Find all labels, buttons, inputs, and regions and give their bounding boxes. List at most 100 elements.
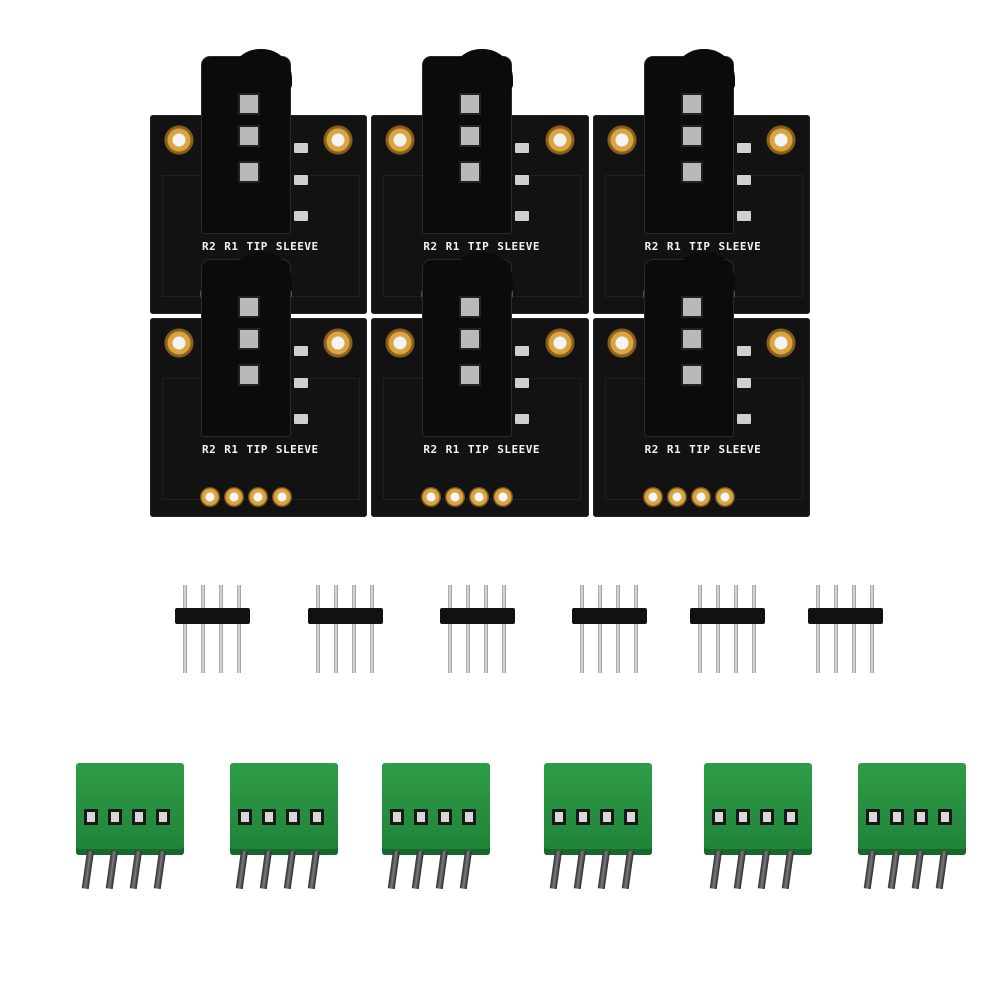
audio-jack-breakout-board: R2 R1 TIP SLEEVE: [150, 49, 368, 314]
terminal-leg: [283, 850, 296, 890]
screw-terminal-block: [76, 763, 184, 891]
terminal-slot: [286, 809, 300, 825]
terminal-leg: [153, 850, 166, 890]
terminal-leg: [733, 850, 746, 890]
jack-pin: [736, 143, 751, 153]
header-pad: [714, 487, 735, 507]
terminal-leg: [459, 850, 472, 890]
label-r2: R2: [423, 443, 438, 456]
label-sleeve: SLEEVE: [718, 240, 762, 253]
terminal-housing: [76, 763, 184, 855]
audio-jack-breakout-board: R2 R1 TIP SLEEVE: [150, 252, 368, 517]
mounting-hole-left: [385, 125, 416, 155]
label-r1: R1: [666, 443, 682, 456]
terminal-slot: [156, 809, 170, 825]
header-pin: [334, 585, 338, 673]
pin-header: [308, 585, 383, 673]
terminal-leg: [911, 850, 924, 890]
terminal-leg: [387, 850, 400, 890]
pin-header: [808, 585, 883, 673]
terminal-slot: [712, 809, 726, 825]
jack-pad: [459, 93, 482, 115]
terminal-leg: [307, 850, 320, 890]
header-pad: [445, 487, 466, 507]
header-pin: [448, 585, 452, 673]
label-tip: TIP: [246, 240, 268, 253]
screw-terminal-block: [230, 763, 338, 891]
jack-pad: [238, 161, 260, 183]
terminal-slot: [576, 809, 590, 825]
jack-pin: [515, 414, 530, 424]
terminal-leg: [757, 850, 770, 890]
jack-pin: [294, 346, 308, 356]
jack-pad: [459, 125, 482, 147]
header-pad: [421, 487, 442, 507]
header-plastic: [308, 608, 383, 624]
jack-pin: [294, 175, 308, 185]
label-r1: R1: [445, 240, 460, 253]
silkscreen-labels: R2 R1 TIP SLEEVE: [202, 240, 319, 253]
header-pin: [852, 585, 856, 673]
jack-pin: [294, 143, 308, 153]
header-pin: [698, 585, 702, 673]
header-pin: [237, 585, 241, 673]
header-pin: [580, 585, 584, 673]
header-pin: [870, 585, 874, 673]
screw-terminal-block: [858, 763, 966, 891]
silkscreen-labels: R2 R1 TIP SLEEVE: [423, 443, 540, 456]
terminal-slot: [552, 809, 566, 825]
screw-terminal-block: [382, 763, 490, 891]
label-tip: TIP: [467, 240, 490, 253]
jack-pad: [680, 296, 703, 318]
terminal-leg: [235, 850, 248, 890]
jack-pad: [459, 364, 482, 386]
terminal-slot: [600, 809, 614, 825]
terminal-housing: [544, 763, 652, 855]
label-r1: R1: [666, 240, 682, 253]
jack-pad: [238, 364, 260, 386]
label-r2: R2: [423, 240, 438, 253]
jack-pad: [459, 161, 482, 183]
header-pin: [634, 585, 638, 673]
pin-header: [572, 585, 647, 673]
terminal-housing: [230, 763, 338, 855]
terminal-slot: [84, 809, 98, 825]
header-pad: [493, 487, 514, 507]
jack-pad: [680, 328, 703, 350]
audio-jack-breakout-board: R2 R1 TIP SLEEVE: [592, 252, 810, 517]
mounting-hole-right: [544, 328, 575, 358]
mounting-hole-right: [323, 125, 354, 155]
mounting-hole-left: [606, 328, 637, 358]
terminal-leg: [549, 850, 562, 890]
header-pin: [716, 585, 720, 673]
header-pad: [200, 487, 220, 507]
header-pads: [642, 487, 735, 507]
terminal-slot: [414, 809, 428, 825]
jack-pad: [680, 125, 703, 147]
terminal-leg: [259, 850, 272, 890]
silkscreen-labels: R2 R1 TIP SLEEVE: [645, 443, 762, 456]
pin-header: [690, 585, 765, 673]
jack-pad: [680, 364, 703, 386]
terminal-slot: [736, 809, 750, 825]
terminal-housing: [858, 763, 966, 855]
mounting-hole-right: [765, 125, 796, 155]
terminal-slot: [108, 809, 122, 825]
label-sleeve: SLEEVE: [718, 443, 762, 456]
terminal-leg: [105, 850, 118, 890]
header-plastic: [175, 608, 250, 624]
header-pin: [370, 585, 374, 673]
terminal-leg: [435, 850, 448, 890]
mounting-hole-left: [385, 328, 416, 358]
header-pads: [421, 487, 514, 507]
terminal-slot: [310, 809, 324, 825]
terminal-housing: [382, 763, 490, 855]
audio-jack-breakout-board: R2 R1 TIP SLEEVE: [371, 252, 589, 517]
label-r2: R2: [644, 240, 659, 253]
label-r2: R2: [202, 443, 217, 456]
pin-header: [175, 585, 250, 673]
header-pin: [316, 585, 320, 673]
header-pin: [834, 585, 838, 673]
silkscreen-labels: R2 R1 TIP SLEEVE: [202, 443, 319, 456]
label-tip: TIP: [246, 443, 268, 456]
